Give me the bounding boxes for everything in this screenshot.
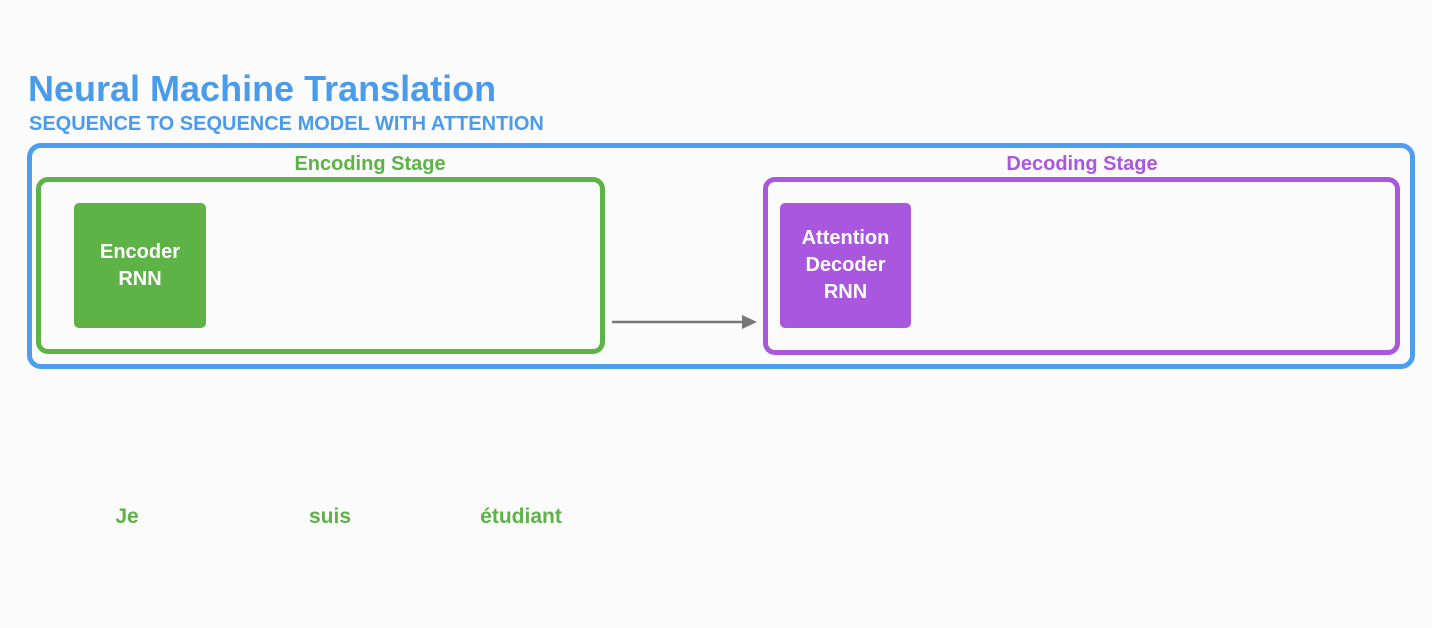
encoder-rnn-block: Encoder RNN bbox=[74, 203, 206, 328]
context-arrow-icon bbox=[612, 315, 757, 329]
input-word-je: Je bbox=[115, 505, 139, 528]
input-word-etudiant: étudiant bbox=[480, 505, 562, 528]
encoding-stage-label: Encoding Stage bbox=[294, 153, 446, 175]
diagram-subtitle: SEQUENCE TO SEQUENCE MODEL WITH ATTENTIO… bbox=[29, 113, 544, 135]
diagram-title: Neural Machine Translation bbox=[28, 68, 497, 109]
input-word-suis: suis bbox=[308, 505, 352, 528]
decoding-stage-box bbox=[763, 177, 1400, 355]
encoding-stage-box bbox=[36, 177, 605, 354]
model-frame bbox=[27, 143, 1415, 369]
decoding-stage-label: Decoding Stage bbox=[1006, 153, 1158, 175]
decoder-block-line-3: RNN bbox=[823, 281, 868, 303]
decoder-block-line-1: Attention bbox=[801, 227, 890, 249]
attention-decoder-rnn-block: Attention Decoder RNN bbox=[780, 203, 911, 328]
encoder-block-line-2: RNN bbox=[118, 267, 162, 290]
decoder-block-line-2: Decoder bbox=[805, 254, 886, 276]
encoder-block-line-1: Encoder bbox=[99, 240, 181, 263]
